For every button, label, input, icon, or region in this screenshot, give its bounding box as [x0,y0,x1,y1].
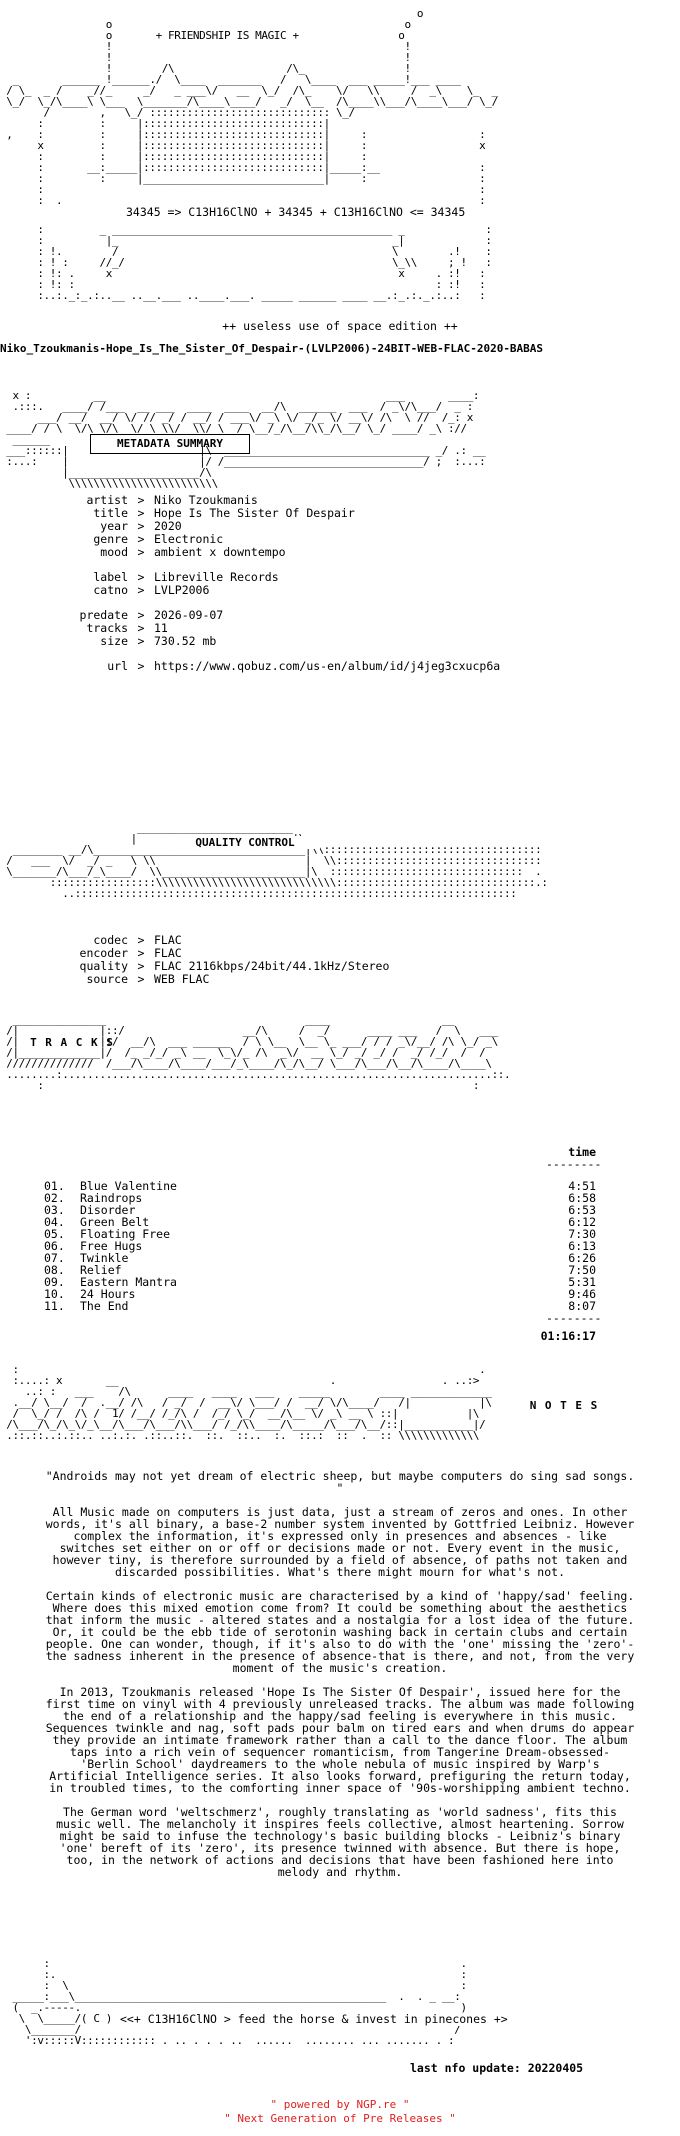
footer-powered-by: " powered by NGP.re " [270,2098,410,2111]
track-title: Floating Free [80,1227,171,1241]
track-time: 6:12 [568,1215,596,1229]
album-url-link[interactable]: https://www.qobuz.com/us-en/album/id/j4j… [154,659,501,673]
track-time: 5:31 [568,1275,596,1289]
divider: -------- [546,1311,602,1325]
quality-row: quality>FLAC 2116kbps/24bit/44.1kHz/Ster… [79,959,390,973]
metadata-logo-art-bottom: ______ ___::::::| |\ ___________________… [6,433,486,490]
track-title: Relief [80,1263,122,1277]
track-time: 6:13 [568,1239,596,1253]
quality-row: codec>FLAC [93,933,182,947]
outro-logo-art: : . :. : : \ [12,1957,467,2047]
header-ascii-art: o o o o + FRIENDSHIP IS MAGIC + o ! [6,7,498,207]
outro-tagline: <<+ C13H16ClNO > feed the horse & invest… [120,2012,508,2026]
notes-paragraph: The German word 'weltschmerz', roughly t… [56,1805,624,1879]
track-title: Blue Valentine [80,1179,177,1193]
track-title: 24 Hours [80,1287,136,1301]
quality-list: codec>FLAC encoder>FLAC quality>FLAC 211… [0,933,390,986]
track-title: Green Belt [80,1215,150,1229]
edition-label: ++ useless use of space edition ++ [222,319,458,333]
notes-quote: "Androids may not yet dream of electric … [45,1469,635,1495]
metadata-row: size>730.52 mb [100,634,217,648]
metadata-row: mood>ambient x downtempo [100,545,286,559]
quality-row: encoder>FLAC [79,946,182,960]
track-title: Raindrops [80,1191,143,1205]
metadata-row: genre>Electronic [93,532,224,546]
track-time: 6:26 [568,1251,596,1265]
last-update: last nfo update: 20220405 [410,2061,584,2075]
notes-paragraph: All Music made on computers is just data… [45,1505,635,1579]
notes-paragraph: In 2013, Tzoukmanis released 'Hope Is Th… [45,1685,635,1795]
track-time: 7:30 [568,1227,596,1241]
track-title: Twinkle [80,1251,129,1265]
track-time: 6:58 [568,1191,596,1205]
metadata-row: tracks>11 [86,621,168,635]
track-time: 8:07 [568,1299,596,1313]
metadata-row: predate>2026-09-07 [79,608,224,622]
metadata-section-title: METADATA SUMMARY [117,437,223,450]
release-name: Niko_Tzoukmanis-Hope_Is_The_Sister_Of_De… [0,342,544,355]
metadata-row: label>Libreville Records [93,570,279,584]
quality-section-title: QUALITY CONTROL [170,836,320,849]
notes-logo-art: : . :....: x __ . . ..:> ..: : ___ /\ __… [6,1363,492,1442]
track-time: 9:46 [568,1287,596,1301]
time-header: time [568,1145,596,1159]
metadata-row: artist>Niko Tzoukmanis [86,493,258,507]
metadata-row: title>Hope Is The Sister Of Despair [93,506,355,520]
footer-ngp: " Next Generation of Pre Releases " [224,2112,456,2125]
header-ascii-art-bottom: : _ ____________________________________… [37,223,492,302]
track-title: Eastern Mantra [80,1275,177,1289]
track-title: Disorder [80,1203,136,1217]
metadata-url-row: url>https://www.qobuz.com/us-en/album/id… [107,659,501,673]
metadata-section-box: METADATA SUMMARY [90,434,250,454]
track-time: 4:51 [568,1179,596,1193]
track-title: The End [80,1299,129,1313]
tracks-section-title: T R A C K S [30,1036,114,1049]
notes-paragraph: Certain kinds of electronic music are ch… [45,1589,635,1675]
quality-row: source>WEB FLAC [86,972,210,986]
metadata-row: catno>LVLP2006 [93,583,210,597]
total-time: 01:16:17 [540,1329,596,1343]
notes-section-title: N O T E S [508,1399,620,1412]
tracks-logo-art: _______________ ____ __ /| |::/ __/\ / _… [6,1013,511,1092]
header-banner: + FRIENDSHIP IS MAGIC + [155,29,300,42]
track-time: 6:53 [568,1203,596,1217]
header-formula: 34345 => C13H16ClNO + 34345 + C13H16ClNO… [126,205,466,219]
metadata-list: artist>Niko Tzoukmanis title>Hope Is The… [0,493,501,673]
metadata-row: year>2020 [100,519,182,533]
track-time: 7:50 [568,1263,596,1277]
quality-logo-art: _________________________ | |\ ________ … [6,821,548,900]
divider: -------- [546,1157,602,1171]
metadata-logo-art: x : __ ___ ____: .:::. ____/ /___ __ ___… [6,389,480,435]
notes-text: "Androids may not yet dream of electric … [44,1470,636,1890]
track-title: Free Hugs [80,1239,143,1253]
